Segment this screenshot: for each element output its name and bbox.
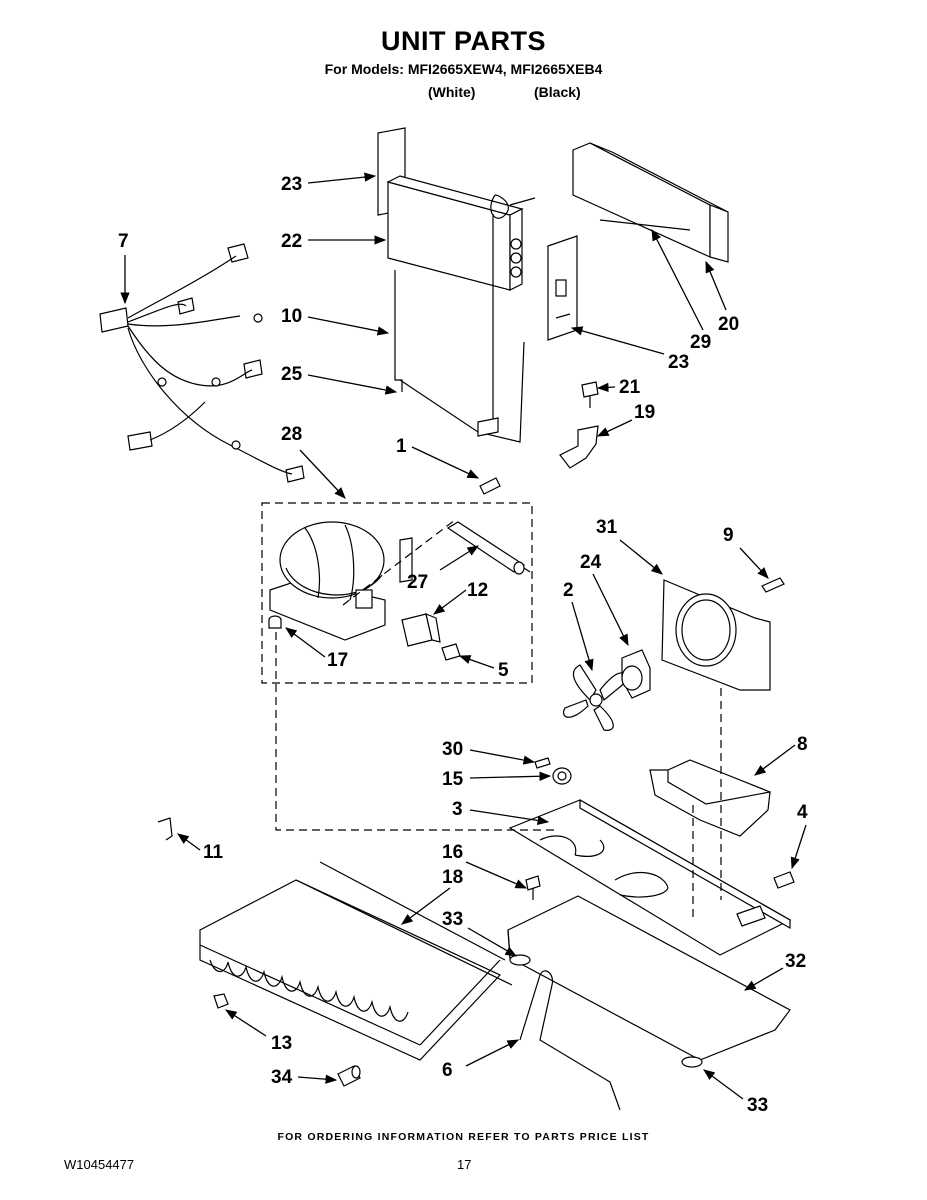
evaporator-part: [377, 127, 536, 420]
callout-29: 29: [690, 332, 711, 353]
fan-shroud-part: [661, 579, 771, 691]
callout-18: 18: [442, 867, 463, 888]
callout-6: 6: [442, 1060, 453, 1081]
screw-16-part: [525, 875, 541, 900]
foot-33a-part: [509, 954, 531, 966]
fan-blade-part: [563, 664, 627, 731]
callout-25: 25: [281, 364, 303, 385]
callout-11: 11: [203, 842, 224, 863]
compressor-group-box: [261, 502, 533, 684]
variant-black: (Black): [534, 84, 581, 100]
callout-8: 8: [797, 734, 808, 755]
callout-4: 4: [797, 802, 808, 823]
callout-33-top: 33: [442, 909, 463, 930]
grommet-part: [268, 615, 282, 629]
callout-1: 1: [396, 436, 407, 457]
foot-33b-part: [681, 1056, 703, 1068]
wire-6-part: [519, 970, 621, 1111]
callout-12: 12: [467, 580, 488, 601]
condenser-coil-part: [199, 861, 513, 1061]
page-title: UNIT PARTS: [381, 26, 546, 56]
callout-20: 20: [718, 314, 739, 335]
screw-1-part: [479, 477, 501, 495]
callout-10: 10: [281, 306, 302, 327]
ordering-note: FOR ORDERING INFORMATION REFER TO PARTS …: [277, 1131, 650, 1143]
air-duct-part: [572, 142, 729, 263]
callout-27: 27: [407, 572, 428, 593]
variant-white: (White): [428, 84, 476, 100]
overload-part: [441, 643, 461, 661]
leader-arrows: [120, 172, 807, 1100]
callout-23-top: 23: [281, 174, 302, 195]
filter-drier-part: [446, 521, 531, 575]
screw-4-part: [773, 871, 795, 889]
fan-motor-part: [621, 649, 651, 699]
callout-17: 17: [327, 650, 348, 671]
callout-31: 31: [596, 517, 618, 538]
grommet-15-part: [552, 767, 572, 785]
callout-28: 28: [281, 424, 302, 445]
clip-13-part: [213, 993, 229, 1009]
callout-3: 3: [452, 799, 463, 820]
callout-16: 16: [442, 842, 463, 863]
screw-21-part: [581, 381, 599, 408]
callout-30: 30: [442, 739, 463, 760]
callout-33-bottom: 33: [747, 1095, 768, 1116]
callout-13: 13: [271, 1033, 292, 1054]
document-number: W10454477: [64, 1157, 135, 1172]
callout-21: 21: [619, 377, 641, 398]
models-line: For Models: MFI2665XEW4, MFI2665XEB4: [324, 61, 603, 77]
evaporator-bracket-right: [547, 235, 578, 341]
grommet-30-part: [534, 757, 551, 769]
callout-32: 32: [785, 951, 806, 972]
callout-15: 15: [442, 769, 464, 790]
base-plate-part: [508, 798, 792, 956]
compressor-part: [269, 521, 413, 641]
wire-harness-part: [99, 243, 305, 483]
callout-5: 5: [498, 660, 509, 681]
relay-part: [401, 613, 441, 647]
callout-2: 2: [563, 580, 574, 601]
callout-34: 34: [271, 1067, 293, 1088]
callout-9: 9: [723, 525, 734, 546]
callout-24: 24: [580, 552, 602, 573]
callouts: 23 22 7 10 25 28 1 23 29 20 21 19 31 9 2…: [118, 174, 808, 1116]
fitting-34-part: [337, 1065, 361, 1087]
screw-9-part: [761, 577, 785, 593]
tube-11-part: [157, 817, 173, 841]
callout-23-right: 23: [668, 352, 689, 373]
callout-22: 22: [281, 231, 302, 252]
assembly-lines: [275, 519, 722, 920]
callout-7: 7: [118, 231, 129, 252]
fan-bracket-part: [649, 759, 771, 837]
callout-19: 19: [634, 402, 655, 423]
defrost-heater-part: [394, 270, 525, 443]
bracket-19-part: [559, 425, 599, 469]
page-number: 17: [457, 1157, 472, 1172]
